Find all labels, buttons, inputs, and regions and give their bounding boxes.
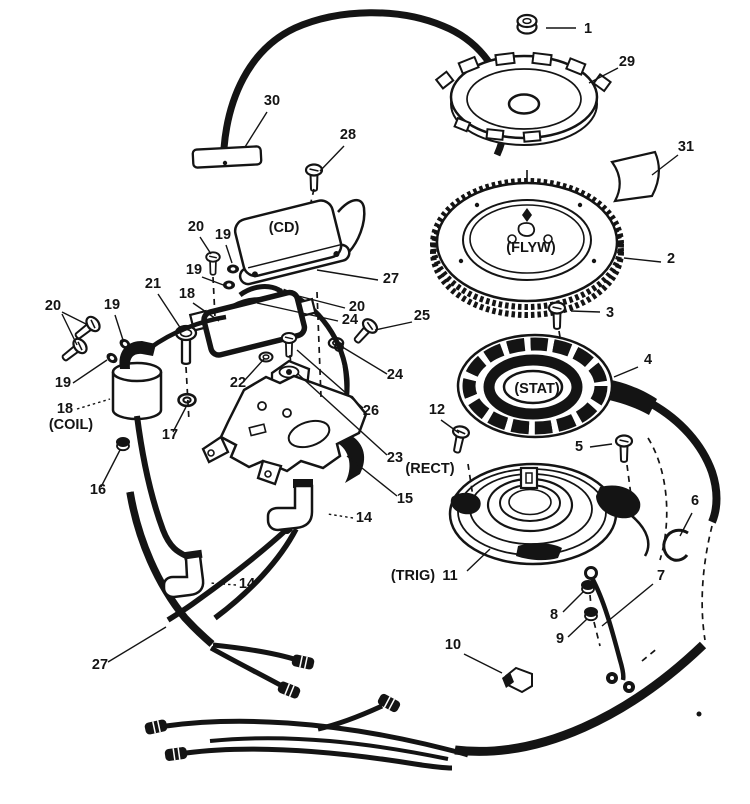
leader-lines [61, 27, 693, 674]
link-wire-7 [584, 566, 635, 693]
elbow-14b [162, 549, 205, 599]
coil-wire-black [148, 314, 227, 350]
nut-1 [516, 13, 538, 35]
callout-20-c: 20 [349, 299, 365, 315]
retainer-clip-6 [662, 528, 689, 562]
ignition-coil-18 [111, 341, 163, 421]
callout-25: 25 [414, 308, 430, 324]
callout-20-a: 20 [188, 219, 204, 235]
harness-27-bottom-left [126, 491, 316, 701]
nut-9 [583, 606, 599, 622]
callout-14-a: 14 [356, 510, 372, 526]
callout-27-a: 27 [383, 271, 399, 287]
callout-18-b: 18 [57, 401, 73, 417]
cd-module [233, 199, 351, 286]
callout-12: 12 [429, 402, 445, 418]
callout-10: 10 [445, 637, 461, 653]
callout-21: 21 [145, 276, 161, 292]
flywheel-2 [430, 170, 624, 318]
tag-cd: (CD) [269, 220, 300, 236]
callout-6: 6 [691, 493, 699, 509]
spark-and-lead-wires [143, 511, 469, 771]
harness-arc-bottom [454, 525, 713, 756]
callout-19-d: 19 [55, 375, 71, 391]
callout-19-a: 19 [215, 227, 231, 243]
clamp-10 [502, 666, 533, 694]
callout-31: 31 [678, 139, 694, 155]
decal-31 [610, 150, 660, 203]
callout-16: 16 [90, 482, 106, 498]
callout-20-b: 20 [45, 298, 61, 314]
callout-27-b: 27 [92, 657, 108, 673]
callout-1: 1 [584, 21, 592, 37]
tag-coil: (COIL) [49, 417, 93, 433]
construction-dashes [185, 188, 668, 662]
hardware-under-cd [205, 251, 239, 290]
callout-30: 30 [264, 93, 280, 109]
callout-24-b: 24 [387, 367, 403, 383]
trigger-11 [448, 462, 650, 566]
callout-7: 7 [657, 568, 665, 584]
callout-15: 15 [397, 491, 413, 507]
screw-28 [304, 163, 324, 192]
callout-19-b: 19 [186, 262, 202, 278]
nut-8 [580, 579, 596, 595]
tag-trigger: (TRIG) [391, 568, 435, 584]
callout-18-a: 18 [179, 286, 195, 302]
callout-17: 17 [162, 427, 178, 443]
callout-11: 11 [442, 568, 457, 584]
tag-stator: (STAT) [514, 381, 560, 397]
stator-4 [456, 333, 614, 439]
washer-22 [258, 351, 274, 363]
callout-5: 5 [575, 439, 583, 455]
coil-spark-wire [134, 415, 188, 559]
callout-29: 29 [619, 54, 635, 70]
cd-module-wire-27 [337, 199, 366, 253]
callout-23: 23 [387, 450, 403, 466]
callout-9: 9 [556, 631, 564, 647]
tag-flywheel: (FLYW) [506, 240, 556, 256]
callout-26: 26 [363, 403, 379, 419]
callout-28: 28 [340, 127, 356, 143]
callout-4: 4 [644, 352, 652, 368]
callouts: 1 29 31 2 (FLYW) 3 4 (STAT) 12 5 6 (TRIG… [45, 21, 699, 673]
mounting-bracket-15 [201, 374, 368, 486]
callout-2: 2 [667, 251, 675, 267]
tag-rectifier: (RECT) [405, 461, 454, 477]
nut-16 [115, 436, 131, 452]
flywheel-cover-29 [434, 51, 612, 146]
callout-8: 8 [550, 607, 558, 623]
elbow-14a [266, 479, 314, 532]
callout-14-b: 14 [239, 576, 255, 592]
callout-24-a: 24 [342, 312, 358, 328]
screw-26 [280, 332, 298, 358]
callout-22: 22 [230, 375, 246, 391]
screw-5 [614, 434, 634, 463]
screw-12 [447, 423, 472, 456]
callout-19-c: 19 [104, 297, 120, 313]
callout-3: 3 [606, 305, 614, 321]
